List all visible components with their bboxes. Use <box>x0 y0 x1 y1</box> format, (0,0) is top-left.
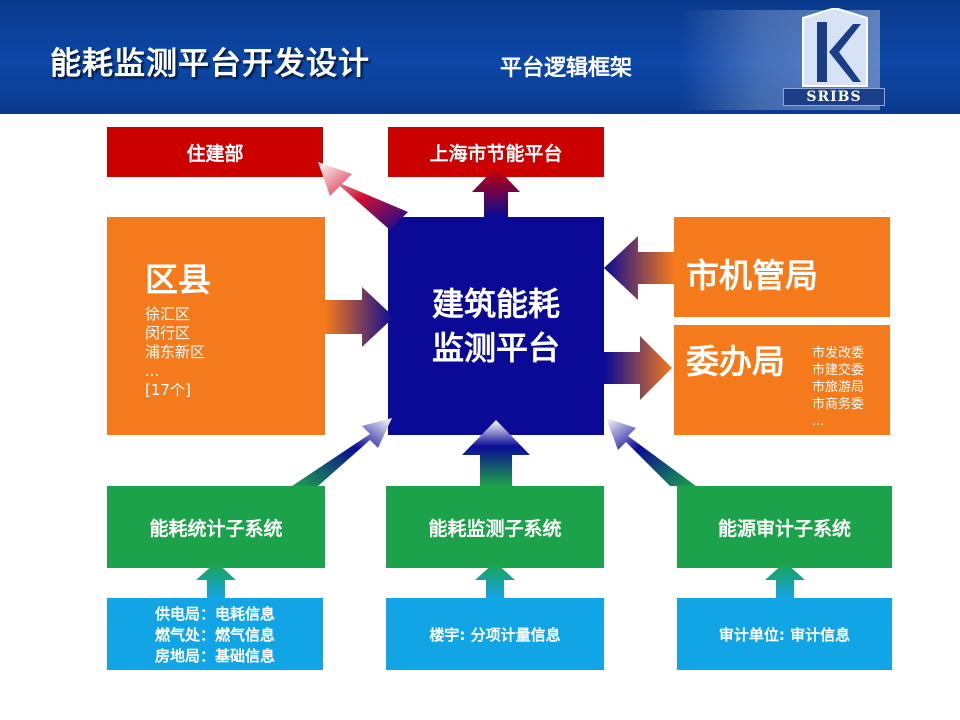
list-item: 闵行区 <box>145 324 191 342</box>
list-item: 燃气处：燃气信息 <box>154 625 275 644</box>
weibanju-title: 委办局 <box>686 342 785 381</box>
list-item: 市建交委 <box>812 363 865 378</box>
quxian-list: 徐汇区 闵行区 浦东新区 ... [17个] <box>145 305 205 400</box>
node-quxian: 区县 徐汇区 闵行区 浦东新区 ... [17个] <box>107 217 325 435</box>
list-item: ... <box>145 362 160 380</box>
node-tongji-subsystem: 能耗统计子系统 <box>107 486 325 568</box>
weibanju-list: 市发改委 市建交委 市旅游局 市商务委 ... <box>812 345 864 430</box>
center-line-2: 监测平台 <box>431 329 560 367</box>
node-zhujianbu: 住建部 <box>107 127 323 177</box>
arrow-diagonal-icon <box>606 418 696 486</box>
arrow-diagonal-icon <box>292 418 392 486</box>
list-item: 市发改委 <box>812 346 865 361</box>
list-item: 市商务委 <box>812 397 865 412</box>
list-item: 房地局：基础信息 <box>154 646 275 665</box>
node-source-building: 楼宇: 分项计量信息 <box>386 598 604 670</box>
center-line-1: 建筑能耗 <box>431 285 560 323</box>
page-title: 能耗监测平台开发设计 <box>50 46 370 82</box>
node-jiance-subsystem: 能耗监测子系统 <box>386 486 604 568</box>
shijiguanju-label: 市机管局 <box>686 256 818 295</box>
page-subtitle: 平台逻辑框架 <box>500 56 633 81</box>
center-platform-label: 建筑能耗 监测平台 <box>432 282 560 370</box>
sribs-logo-icon <box>802 8 868 87</box>
node-center-platform: 建筑能耗 监测平台 <box>388 217 604 435</box>
list-item: [17个] <box>145 381 191 399</box>
node-source-left: 供电局：电耗信息 燃气处：燃气信息 房地局：基础信息 <box>107 598 323 670</box>
arrow-left-icon <box>604 236 674 300</box>
logo-text: SRIBS <box>783 88 885 106</box>
arrow-right-icon <box>325 287 394 347</box>
list-item: ... <box>812 414 825 429</box>
arrow-up-icon <box>462 420 530 486</box>
arrow-right-icon <box>604 336 672 400</box>
node-weibanju: 委办局 市发改委 市建交委 市旅游局 市商务委 ... <box>674 325 890 435</box>
arrow-up-icon <box>472 167 520 217</box>
arrow-diagonal-icon <box>318 162 408 230</box>
node-source-audit: 审计单位: 审计信息 <box>677 598 892 670</box>
list-item: 浦东新区 <box>145 343 206 361</box>
arrow-up-icon <box>765 562 805 598</box>
list-item: 徐汇区 <box>145 305 191 323</box>
node-shenji-subsystem: 能源审计子系统 <box>677 486 892 568</box>
node-shijiguanju: 市机管局 <box>674 217 890 317</box>
list-item: 市旅游局 <box>812 380 865 395</box>
arrow-up-icon <box>196 562 236 598</box>
quxian-title: 区县 <box>145 260 211 299</box>
arrow-up-icon <box>475 562 515 598</box>
list-item: 供电局：电耗信息 <box>154 604 275 623</box>
